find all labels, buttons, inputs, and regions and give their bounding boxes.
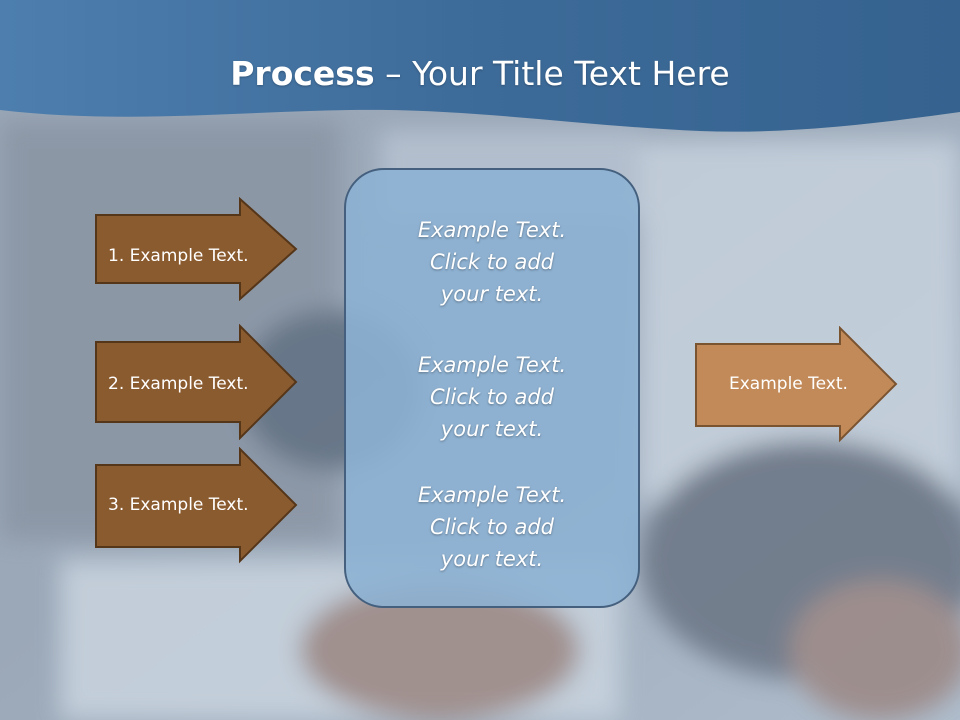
center-block-1-line-1: Example Text. xyxy=(417,218,567,242)
title-dash: – xyxy=(385,54,402,93)
title-bold: Process xyxy=(230,54,375,93)
center-block-2-line-1: Example Text. xyxy=(417,353,567,377)
title-rest: Your Title Text Here xyxy=(412,54,730,93)
slide-title: Process – Your Title Text Here xyxy=(0,52,960,96)
step-arrow-2[interactable] xyxy=(94,324,300,440)
center-block-1-line-2: Click to add xyxy=(429,250,554,274)
step-arrow-1[interactable] xyxy=(94,197,300,301)
center-block-3: Example Text. Click to add your text. xyxy=(346,479,638,575)
result-arrow[interactable] xyxy=(694,326,900,444)
center-block-3-line-1: Example Text. xyxy=(417,483,567,507)
step-arrow-2-label: 2. Example Text. xyxy=(108,374,249,394)
center-block-1: Example Text. Click to add your text. xyxy=(346,214,638,310)
step-arrow-3-label: 3. Example Text. xyxy=(108,495,249,515)
center-block-2-line-2: Click to add xyxy=(429,385,554,409)
result-arrow-label: Example Text. xyxy=(729,374,848,394)
center-block-2: Example Text. Click to add your text. xyxy=(346,349,638,445)
center-text-box[interactable]: Example Text. Click to add your text. Ex… xyxy=(344,168,640,608)
center-block-2-line-3: your text. xyxy=(440,417,544,441)
center-block-3-line-2: Click to add xyxy=(429,515,554,539)
center-block-1-line-3: your text. xyxy=(440,282,544,306)
step-arrow-3[interactable] xyxy=(94,447,300,565)
step-arrow-1-label: 1. Example Text. xyxy=(108,246,249,266)
center-block-3-line-3: your text. xyxy=(440,547,544,571)
